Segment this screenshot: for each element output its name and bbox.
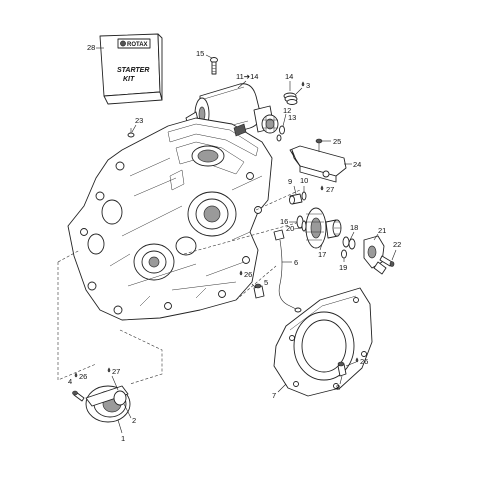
sensor-harness-6 xyxy=(273,229,302,313)
callout-3: 3 xyxy=(306,81,310,90)
callout-2: 2 xyxy=(132,416,136,425)
callout-18: 18 xyxy=(350,223,358,232)
callout-26-a: 26 xyxy=(79,372,87,381)
callout-25: 25 xyxy=(333,137,341,146)
spring-14 xyxy=(283,81,298,105)
callout-21: 21 xyxy=(378,226,386,235)
callout-1: 1 xyxy=(121,434,125,443)
callout-27-a: 27 xyxy=(112,367,120,376)
washer-13 xyxy=(276,134,282,142)
loctite-drop-icon xyxy=(320,185,324,191)
support-21 xyxy=(363,235,387,275)
callout-15: 15 xyxy=(196,49,204,58)
washer-20 xyxy=(301,220,307,232)
crankcase xyxy=(67,117,273,321)
callout-10: 10 xyxy=(300,176,308,185)
assembly-guide-lines xyxy=(57,189,301,385)
callout-13: 13 xyxy=(288,113,296,122)
callout-5: 5 xyxy=(264,278,268,287)
bolt-15 xyxy=(205,54,218,75)
loctite-drop-icon xyxy=(355,357,359,363)
svg-text:ROTAX: ROTAX xyxy=(127,42,148,48)
callout-24: 24 xyxy=(353,160,361,169)
double-gear-17 xyxy=(305,207,342,249)
washer-18 xyxy=(342,236,356,250)
ring-12 xyxy=(279,125,285,135)
bolt-25 xyxy=(315,138,323,152)
bolt-5 xyxy=(253,283,265,299)
loctite-drop-icon xyxy=(107,367,111,373)
loctite-drop-icon xyxy=(74,372,78,378)
callout-26-c: 26 xyxy=(360,357,368,366)
bolt-4 xyxy=(72,390,85,402)
callout-20: 20 xyxy=(286,224,294,233)
rotax-logo: ROTAX xyxy=(120,40,148,48)
washer-10 xyxy=(301,191,307,201)
callout-27-b: 27 xyxy=(326,185,334,194)
callout-16: 16 xyxy=(280,217,288,226)
callout-6: 6 xyxy=(294,258,298,267)
callout-19: 19 xyxy=(339,263,347,272)
bolt-22 xyxy=(379,255,395,267)
kit-label-starter: STARTER xyxy=(117,67,149,74)
callout-22: 22 xyxy=(393,240,401,249)
starter-kit-box: ROTAX STARTER KIT 28 xyxy=(87,33,163,105)
starter-cover-7 xyxy=(273,287,373,397)
starter-pinion-gear xyxy=(261,114,279,134)
callout-8: 8 xyxy=(336,383,340,392)
callout-14: 14 xyxy=(285,72,293,81)
callout-11-14: 11➔14 xyxy=(236,72,258,81)
ring-19 xyxy=(341,249,347,259)
callout-9: 9 xyxy=(288,177,292,186)
loctite-drop-icon xyxy=(239,270,243,276)
callout-26-b: 26 xyxy=(244,270,252,279)
bolt-8 xyxy=(337,361,347,377)
loctite-drop-icon xyxy=(301,81,305,87)
callout-28: 28 xyxy=(87,43,95,52)
callout-17: 17 xyxy=(318,250,326,259)
kit-label-kit: KIT xyxy=(123,76,135,83)
seal-2 xyxy=(113,390,127,406)
callout-4: 4 xyxy=(68,377,72,386)
idler-shaft-9 xyxy=(289,193,303,205)
callout-7: 7 xyxy=(272,391,276,400)
plug-23 xyxy=(127,128,135,138)
bracket-24 xyxy=(289,145,347,183)
callout-12: 12 xyxy=(283,106,291,115)
callout-23: 23 xyxy=(135,116,143,125)
